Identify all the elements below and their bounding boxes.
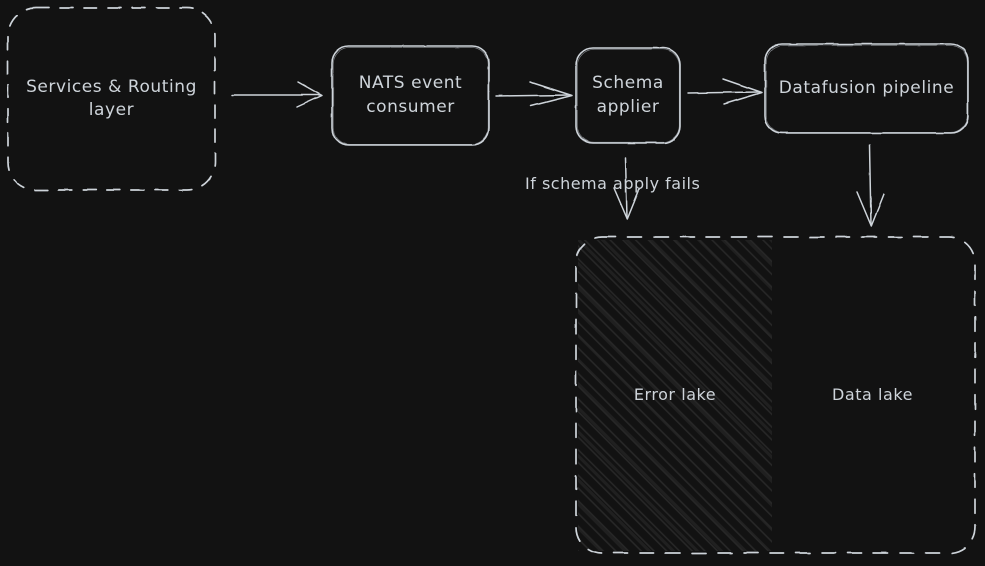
node-datafusion-pipeline-shape[interactable] [764, 43, 969, 134]
node-data-lake[interactable] [772, 240, 973, 551]
node-nats-event-consumer[interactable] [332, 46, 489, 145]
edge-label-if-schema-apply-fails: If schema apply fails [525, 174, 701, 193]
edge-schema-to-datafusion[interactable] [687, 78, 763, 105]
edge-nats-to-schema[interactable] [495, 81, 573, 107]
node-schema-applier-shape[interactable] [575, 47, 681, 144]
node-services-routing-layer-shape[interactable] [7, 7, 216, 191]
node-error-lake[interactable] [578, 240, 772, 551]
node-lake-container-shape[interactable] [575, 236, 976, 554]
node-nats-event-consumer-shape[interactable] [331, 45, 490, 146]
error-lake-fill [578, 240, 772, 551]
edge-schema-to-error-lake[interactable] [613, 157, 640, 220]
node-services-routing-layer[interactable] [8, 8, 215, 190]
node-schema-applier[interactable] [576, 48, 680, 143]
edge-datafusion-to-data-lake[interactable] [856, 144, 885, 227]
node-datafusion-pipeline[interactable] [765, 44, 968, 133]
edge-services-to-nats[interactable] [231, 81, 323, 108]
